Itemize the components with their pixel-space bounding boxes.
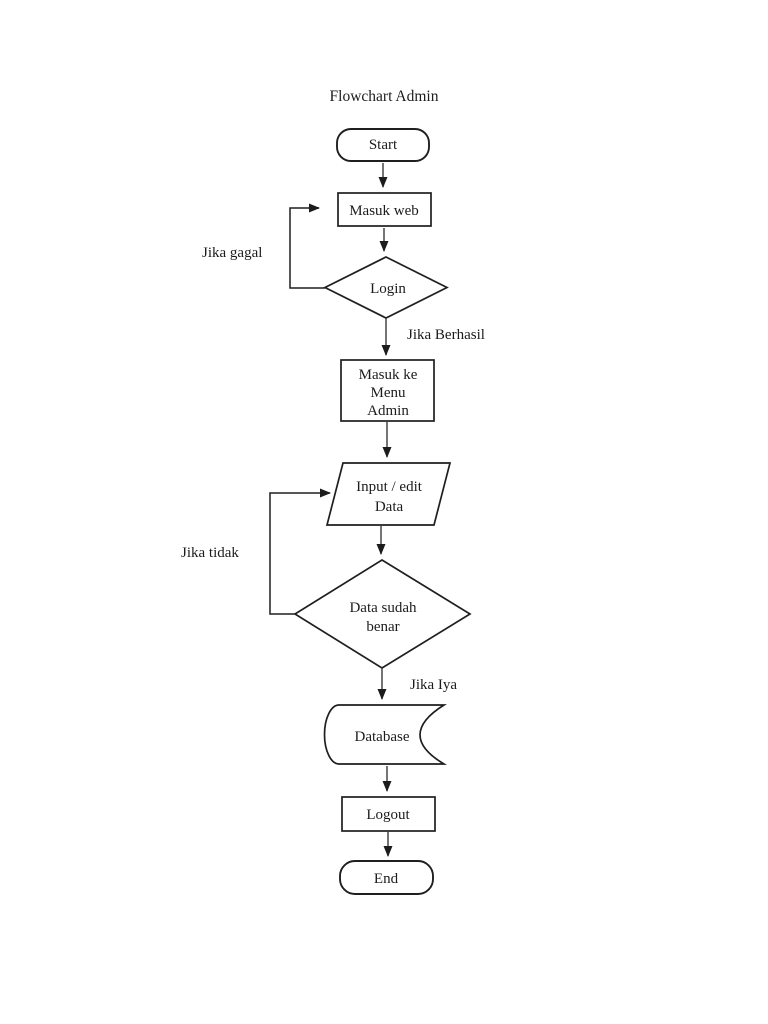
node-database: Database xyxy=(323,704,448,765)
node-masuk-web: Masuk web xyxy=(337,192,432,227)
node-menu-admin-line3: Admin xyxy=(367,403,409,419)
edge-label-jika-gagal: Jika gagal xyxy=(202,245,262,261)
terminator-shape xyxy=(336,128,430,162)
edge-label-jika-tidak: Jika tidak xyxy=(181,545,239,561)
diagram-title: Flowchart Admin xyxy=(330,88,439,105)
node-end-label: End xyxy=(374,871,399,887)
node-menu-admin: Masuk ke Menu Admin xyxy=(340,359,435,422)
node-start: Start xyxy=(336,128,430,162)
node-login: Login xyxy=(323,256,449,319)
node-data-benar-line1: Data sudah xyxy=(349,600,417,616)
process-shape xyxy=(341,796,436,832)
edge-label-jika-berhasil: Jika Berhasil xyxy=(407,327,485,343)
node-logout: Logout xyxy=(341,796,436,832)
node-database-label: Database xyxy=(355,729,410,745)
node-input-edit: Input / edit Data xyxy=(325,462,452,526)
node-menu-admin-line2: Menu xyxy=(371,385,406,401)
node-data-benar: Data sudah benar xyxy=(293,559,472,669)
node-end: End xyxy=(339,860,434,895)
loop-jika-tidak xyxy=(269,488,331,615)
node-start-label: Start xyxy=(369,137,398,153)
node-input-edit-line2: Data xyxy=(375,499,404,515)
process-shape xyxy=(340,359,435,422)
loop-jika-gagal xyxy=(289,203,325,289)
node-logout-label: Logout xyxy=(366,807,410,823)
terminator-shape xyxy=(339,860,434,895)
edge-label-jika-iya: Jika Iya xyxy=(410,677,457,693)
process-shape xyxy=(337,192,432,227)
node-menu-admin-line1: Masuk ke xyxy=(359,367,418,383)
node-masuk-web-label: Masuk web xyxy=(349,203,419,219)
node-data-benar-line2: benar xyxy=(366,619,399,635)
node-login-label: Login xyxy=(370,281,406,297)
stored-data-shape xyxy=(323,704,448,765)
node-input-edit-line1: Input / edit xyxy=(356,479,423,495)
input-shape xyxy=(325,462,452,526)
